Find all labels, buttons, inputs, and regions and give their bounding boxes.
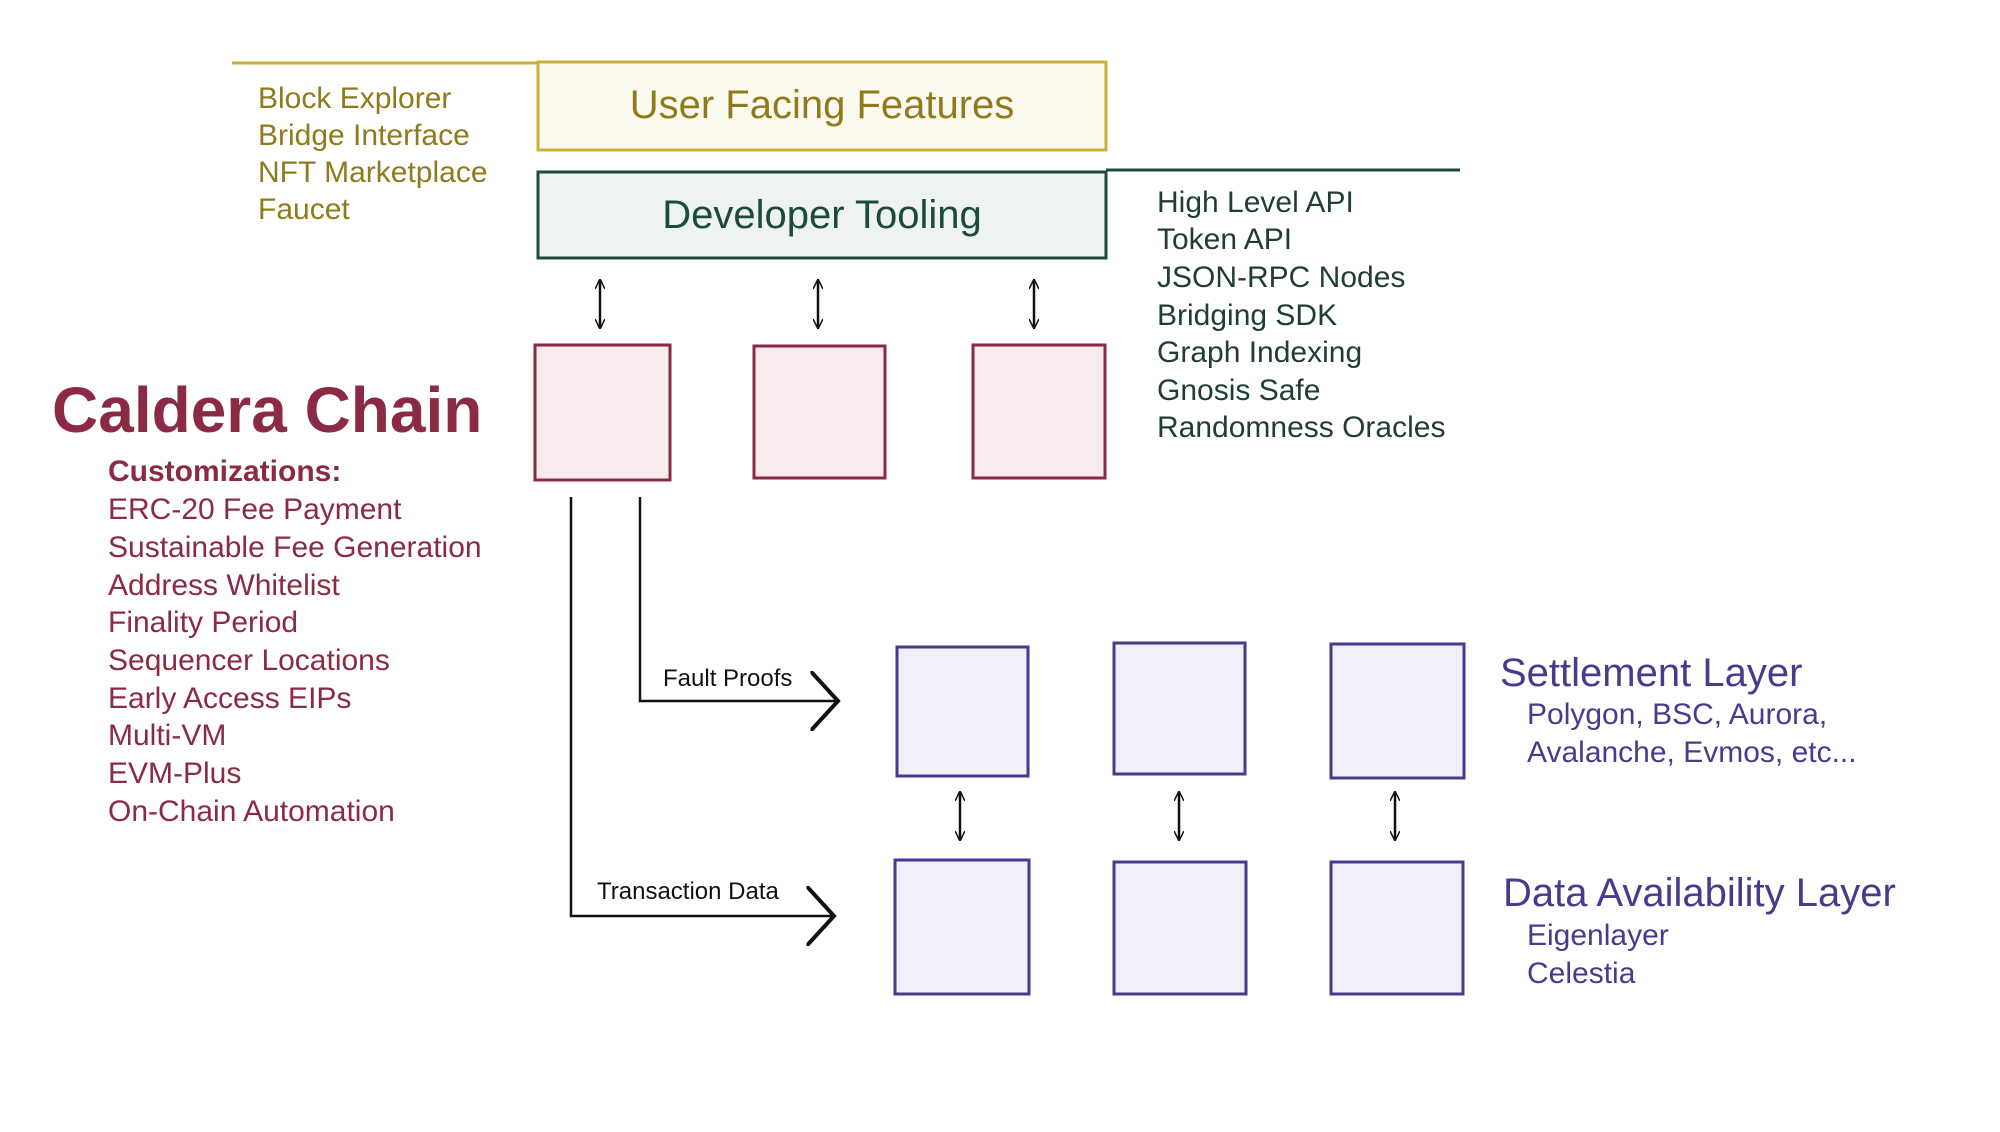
developer-tooling-item: Gnosis Safe	[1157, 374, 1320, 407]
developer-tooling-item: JSON-RPC Nodes	[1157, 261, 1405, 294]
customization-item: On-Chain Automation	[108, 795, 395, 828]
customization-item: Sustainable Fee Generation	[108, 531, 482, 564]
da-node-1	[893, 858, 1031, 996]
fault-proofs-connector	[638, 497, 838, 701]
user-facing-item: Faucet	[258, 193, 350, 226]
customization-item: Finality Period	[108, 606, 298, 639]
developer-tooling-item: Token API	[1157, 223, 1292, 256]
settlement-node-3	[1329, 642, 1466, 780]
fault-proofs-label: Fault Proofs	[663, 665, 792, 692]
settlement-node-2	[1112, 641, 1247, 776]
customizations-list: ERC-20 Fee Payment Sustainable Fee Gener…	[108, 493, 482, 828]
settlement-title: Settlement Layer	[1500, 651, 1802, 695]
developer-tooling-item: Randomness Oracles	[1157, 411, 1445, 444]
user-facing-item: NFT Marketplace	[258, 156, 488, 189]
settlement-line: Avalanche, Evmos, etc...	[1527, 736, 1857, 769]
developer-tooling-list: High Level API Token API JSON-RPC Nodes …	[1157, 186, 1445, 444]
transaction-data-label: Transaction Data	[597, 878, 780, 905]
customization-item: Address Whitelist	[108, 569, 340, 602]
user-facing-list: Block Explorer Bridge Interface NFT Mark…	[258, 82, 488, 226]
data-availability-line: Celestia	[1527, 957, 1636, 990]
user-facing-item: Block Explorer	[258, 82, 451, 115]
user-facing-box	[536, 60, 1108, 152]
developer-tooling-item: High Level API	[1157, 186, 1354, 219]
caldera-node-3	[971, 343, 1107, 480]
caldera-title: Caldera Chain	[52, 374, 482, 446]
customization-item: EVM-Plus	[108, 757, 241, 790]
caldera-node-1	[533, 343, 672, 482]
data-availability-line: Eigenlayer	[1527, 919, 1669, 952]
customizations-heading: Customizations:	[108, 455, 341, 488]
customization-item: Early Access EIPs	[108, 682, 351, 715]
customization-item: ERC-20 Fee Payment	[108, 493, 402, 526]
settlement-node-1	[895, 645, 1030, 778]
da-node-3	[1329, 860, 1465, 996]
settlement-line: Polygon, BSC, Aurora,	[1527, 698, 1827, 731]
developer-tooling-item: Graph Indexing	[1157, 336, 1362, 369]
developer-tooling-title: Developer Tooling	[662, 193, 981, 237]
user-facing-item: Bridge Interface	[258, 119, 470, 152]
customization-item: Sequencer Locations	[108, 644, 390, 677]
user-facing-title: User Facing Features	[630, 83, 1015, 127]
developer-tooling-item: Bridging SDK	[1157, 299, 1337, 332]
transaction-data-connector	[569, 497, 834, 916]
data-availability-title: Data Availability Layer	[1503, 871, 1896, 915]
customization-item: Multi-VM	[108, 719, 226, 752]
caldera-node-2	[752, 344, 887, 480]
da-node-2	[1112, 860, 1248, 996]
developer-tooling-box	[536, 170, 1108, 260]
